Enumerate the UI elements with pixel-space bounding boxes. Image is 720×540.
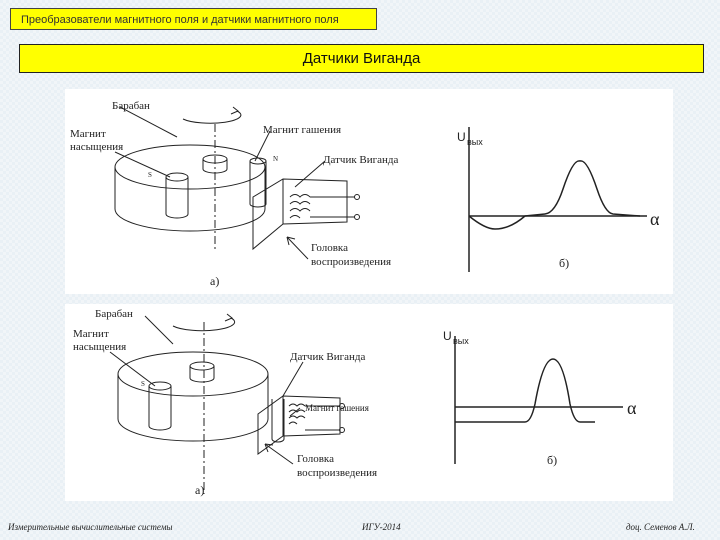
rotation-arrow bbox=[182, 110, 242, 124]
label-drum: Барабан bbox=[112, 100, 150, 112]
coil bbox=[289, 194, 311, 219]
rotation-arrowhead bbox=[230, 106, 239, 115]
label-n-pole: N bbox=[273, 155, 278, 163]
graph-y-sub: вых bbox=[467, 137, 483, 147]
label-head-1: Головка bbox=[297, 453, 334, 465]
label-drum: Барабан bbox=[95, 308, 133, 320]
slide-title: Датчики Виганда bbox=[19, 44, 704, 73]
label-wiegand-sensor: Датчик Виганда bbox=[323, 154, 399, 166]
saturation-magnet bbox=[148, 386, 172, 431]
label-saturation-magnet-2: насыщения bbox=[73, 341, 126, 353]
output-curve bbox=[468, 160, 641, 230]
caption-a: а) bbox=[195, 483, 204, 497]
center-magnet bbox=[189, 361, 215, 371]
saturation-magnet bbox=[165, 177, 189, 219]
figure-b-panel: Барабан Магнит насыщения Датчик Виганда … bbox=[65, 304, 673, 501]
coil bbox=[288, 403, 306, 425]
drum-top bbox=[114, 144, 266, 190]
terminal-1 bbox=[339, 403, 345, 409]
graph-caption: б) bbox=[559, 256, 569, 270]
rotation-arrowhead bbox=[224, 313, 233, 322]
graph-x-label: α bbox=[627, 398, 637, 418]
saturation-magnet-top bbox=[148, 381, 172, 391]
graph-y-label: U bbox=[443, 329, 452, 343]
label-head-2: воспроизведения bbox=[297, 467, 377, 479]
playback-head bbox=[252, 178, 348, 251]
label-saturation-magnet-1: Магнит bbox=[73, 328, 109, 340]
label-wiegand-sensor: Датчик Виганда bbox=[290, 351, 366, 363]
drum-side bbox=[117, 374, 269, 442]
label-saturation-magnet-2: насыщения bbox=[70, 141, 123, 153]
label-head-2: воспроизведения bbox=[311, 256, 391, 268]
graph-y-sub: вых bbox=[453, 336, 469, 346]
figure-a-svg: Барабан Магнит насыщения Магнит гашения … bbox=[70, 100, 660, 288]
output-curve bbox=[455, 358, 595, 423]
graph-x-label: α bbox=[650, 209, 660, 229]
terminal-1 bbox=[354, 194, 360, 200]
footer-course: Измерительные вычислительные системы bbox=[8, 522, 173, 532]
section-label: Преобразователи магнитного поля и датчик… bbox=[10, 8, 377, 30]
quench-magnet bbox=[271, 399, 285, 443]
caption-a: а) bbox=[210, 274, 219, 288]
label-saturation-magnet-1: Магнит bbox=[70, 128, 106, 140]
label-quench-magnet: Магнит гашения bbox=[263, 124, 341, 136]
graph-caption: б) bbox=[547, 453, 557, 467]
label-s-pole: S bbox=[148, 171, 152, 179]
label-head-1: Головка bbox=[311, 242, 348, 254]
rotation-arrow bbox=[172, 317, 236, 332]
quench-magnet bbox=[249, 161, 267, 208]
drum-top bbox=[117, 351, 269, 397]
figure-b-svg: Барабан Магнит насыщения Датчик Виганда … bbox=[73, 308, 637, 497]
terminal-2 bbox=[339, 427, 345, 433]
label-s-pole: S bbox=[141, 380, 145, 388]
graph-y-label: U bbox=[457, 130, 466, 144]
drum-side bbox=[114, 167, 266, 232]
footer-author: доц. Семенов А.Л. bbox=[626, 522, 695, 532]
footer-university: ИГУ-2014 bbox=[362, 522, 401, 532]
label-quench-magnet: Магнит гашения bbox=[305, 403, 369, 413]
quench-magnet-top bbox=[249, 157, 267, 165]
figure-a-panel: Барабан Магнит насыщения Магнит гашения … bbox=[65, 89, 673, 294]
terminal-2 bbox=[354, 214, 360, 220]
